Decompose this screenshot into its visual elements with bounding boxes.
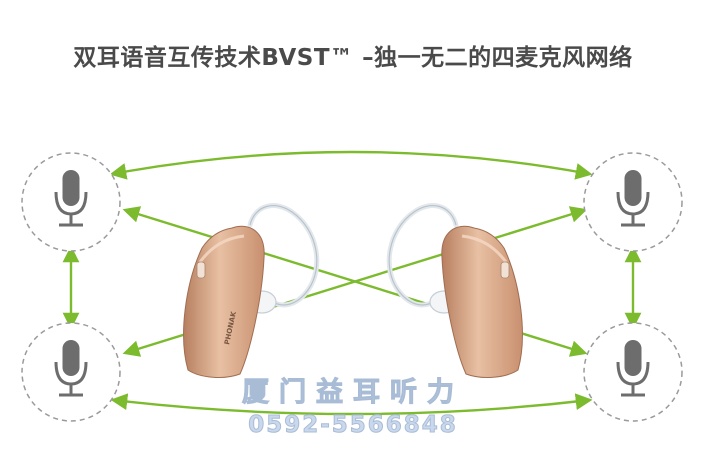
mic-node-top-right (584, 153, 682, 251)
hearing-aid-right (389, 206, 522, 378)
hearing-aid-left: PHONAK (184, 206, 317, 378)
watermark-phone: 0592-5566848 (0, 412, 706, 438)
hearing-aid-shell (184, 226, 265, 377)
watermark-company: 厦门益耳听力 (0, 370, 706, 409)
arrow-top-left-to-top-right (112, 152, 590, 174)
mic-node-top-left (22, 153, 120, 251)
hearing-aid-shell (442, 226, 523, 377)
